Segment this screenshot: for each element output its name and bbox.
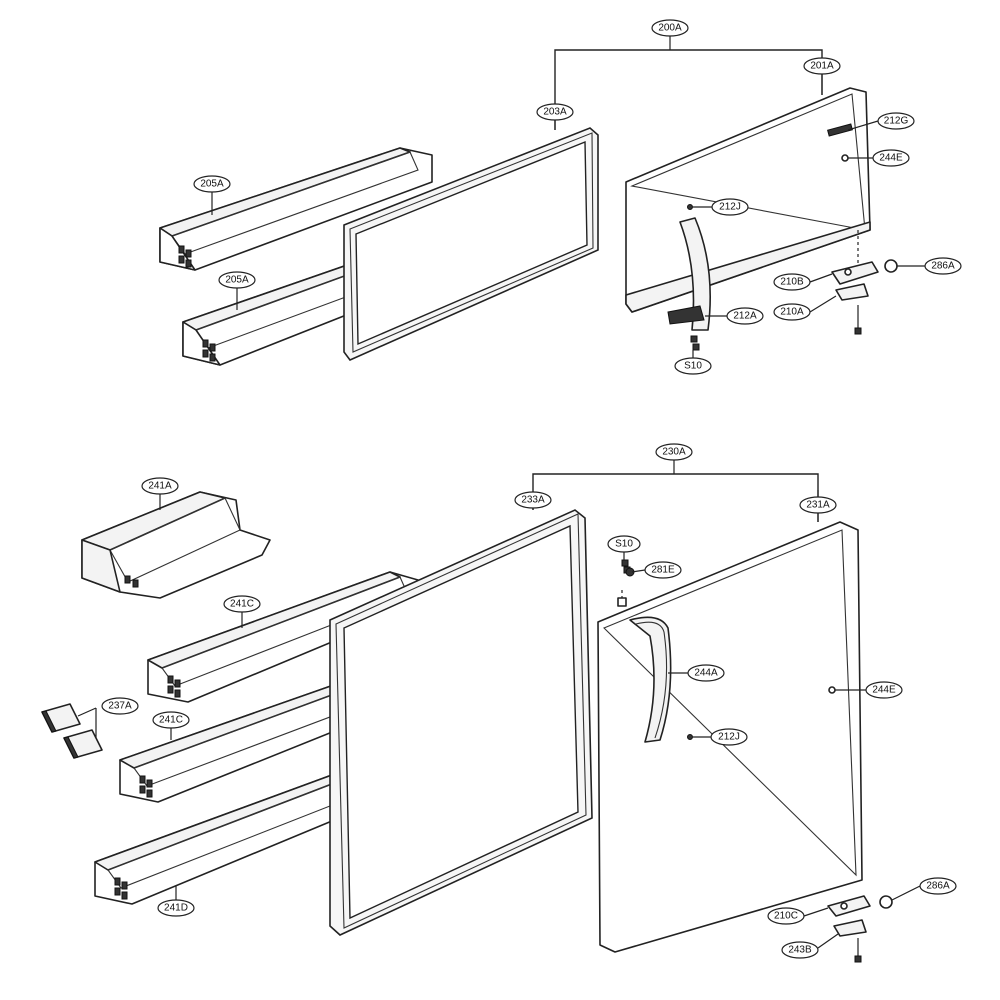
handle-212a — [667, 204, 712, 331]
callout-241c-top: 241C — [223, 595, 261, 613]
svg-text:241C: 241C — [230, 599, 254, 610]
svg-text:237A: 237A — [108, 701, 132, 712]
callout-286a-bottom: 286A — [919, 877, 957, 895]
callout-231a: 231A — [799, 496, 837, 514]
callout-205a-top: 205A — [193, 175, 231, 193]
callout-241c-bottom: 241C — [152, 711, 190, 729]
hinge-210c — [827, 895, 871, 917]
svg-text:200A: 200A — [658, 23, 682, 34]
svg-text:212A: 212A — [733, 311, 757, 322]
callout-210b: 210B — [773, 273, 811, 291]
door-gasket-203a — [343, 127, 599, 361]
callout-203a: 203A — [536, 103, 574, 121]
svg-text:210A: 210A — [780, 307, 804, 318]
svg-text:241C: 241C — [159, 715, 183, 726]
svg-text:212G: 212G — [884, 116, 909, 127]
freezer-door-201a — [625, 87, 871, 313]
svg-text:281E: 281E — [651, 565, 675, 576]
callout-281e: 281E — [644, 561, 682, 579]
callout-210c: 210C — [767, 907, 805, 925]
hinge-pin-281e — [617, 567, 635, 607]
callout-212j-bottom: 212J — [710, 728, 748, 746]
svg-text:230A: 230A — [662, 447, 686, 458]
callout-244e-bottom: 244E — [865, 681, 903, 699]
callout-212a: 212A — [726, 307, 764, 325]
svg-text:212J: 212J — [719, 202, 741, 213]
cap-286a-top — [884, 259, 898, 273]
handle-244a — [629, 616, 672, 743]
svg-text:241A: 241A — [148, 481, 172, 492]
svg-text:286A: 286A — [926, 881, 950, 892]
callout-210a: 210A — [773, 303, 811, 321]
door-bin-205a-top — [159, 147, 433, 271]
svg-text:S10: S10 — [615, 539, 633, 550]
svg-text:205A: 205A — [200, 179, 224, 190]
callout-230a: 230A — [655, 443, 693, 461]
callout-243b: 243B — [781, 941, 819, 959]
callout-201a: 201A — [803, 57, 841, 75]
door-bin-241d — [94, 771, 369, 905]
callout-237a: 237A — [101, 697, 139, 715]
callout-205a-bottom: 205A — [218, 271, 256, 289]
callout-s10-bottom: S10 — [607, 535, 641, 553]
svg-text:244E: 244E — [879, 153, 903, 164]
callout-244a: 244A — [687, 664, 725, 682]
callout-244e-top: 244E — [872, 149, 910, 167]
hinge-plate-243b — [833, 919, 867, 963]
svg-text:203A: 203A — [543, 107, 567, 118]
hinge-plate-210a — [835, 230, 869, 335]
svg-text:S10: S10 — [684, 361, 702, 372]
callout-s10-top: S10 — [674, 357, 712, 375]
svg-text:205A: 205A — [225, 275, 249, 286]
svg-text:210C: 210C — [774, 911, 798, 922]
svg-text:243B: 243B — [788, 945, 812, 956]
callout-286a-top: 286A — [924, 257, 962, 275]
svg-text:201A: 201A — [810, 61, 834, 72]
screw-s10-top — [690, 335, 700, 351]
callout-212g: 212G — [877, 112, 915, 130]
door-gasket-233a — [329, 509, 593, 936]
svg-text:231A: 231A — [806, 500, 830, 511]
svg-text:210B: 210B — [780, 277, 804, 288]
svg-text:241D: 241D — [164, 903, 188, 914]
callout-241d: 241D — [157, 899, 195, 917]
callout-241a: 241A — [141, 477, 179, 495]
callout-200a: 200A — [651, 19, 689, 37]
callout-212j-top: 212J — [711, 198, 749, 216]
callout-233a: 233A — [514, 491, 552, 509]
svg-text:286A: 286A — [931, 261, 955, 272]
svg-text:233A: 233A — [521, 495, 545, 506]
dairy-compartment-241a — [81, 491, 271, 599]
svg-text:244E: 244E — [872, 685, 896, 696]
svg-text:212J: 212J — [718, 732, 740, 743]
svg-text:244A: 244A — [694, 668, 718, 679]
hinge-210b — [831, 261, 879, 285]
clips-237a — [41, 703, 103, 759]
cap-286a-bottom — [879, 895, 893, 909]
